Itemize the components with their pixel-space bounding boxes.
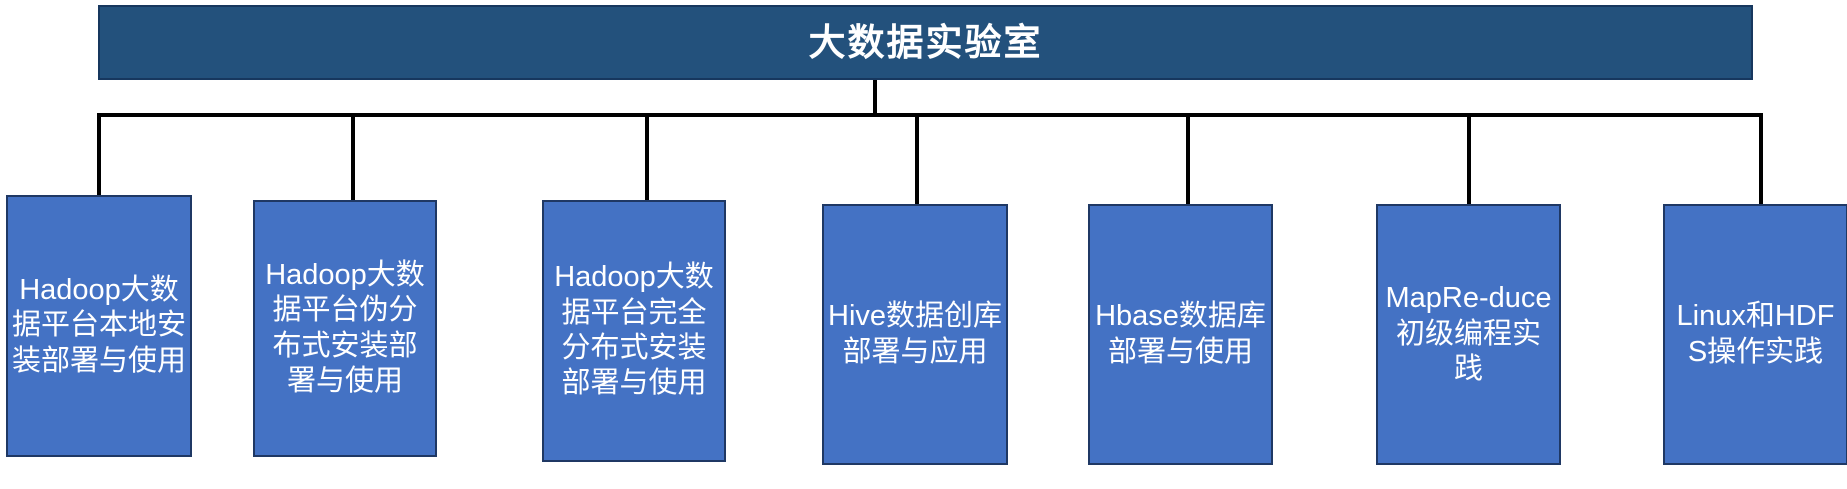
node-label: Linux和HDFS操作实践 xyxy=(1676,300,1835,368)
node-mapreduce-programming[interactable]: MapRe-duce初级编程实践 xyxy=(1376,204,1561,465)
node-label: Hive数据创库部署与应用 xyxy=(828,300,1003,368)
node-hadoop-fully-distributed[interactable]: Hadoop大数据平台完全分布式安装部署与使用 xyxy=(542,200,726,462)
node-hadoop-local-install[interactable]: Hadoop大数据平台本地安装部署与使用 xyxy=(6,195,192,457)
connector-drop-3 xyxy=(645,113,649,200)
node-hbase-database[interactable]: Hbase数据库部署与使用 xyxy=(1088,204,1273,465)
connector-stem-root xyxy=(873,80,877,117)
connector-drop-4 xyxy=(915,113,919,204)
connector-drop-2 xyxy=(351,113,355,200)
node-hadoop-pseudo-distributed[interactable]: Hadoop大数据平台伪分布式安装部署与使用 xyxy=(253,200,437,457)
connector-drop-1 xyxy=(97,113,101,195)
node-label: Hbase数据库部署与使用 xyxy=(1095,300,1266,368)
connector-drop-6 xyxy=(1467,113,1471,204)
connector-horizontal-bus xyxy=(99,113,1763,117)
node-linux-hdfs-practice[interactable]: Linux和HDFS操作实践 xyxy=(1663,204,1847,465)
root-node-big-data-lab[interactable]: 大数据实验室 xyxy=(98,5,1753,80)
connector-drop-5 xyxy=(1186,113,1190,204)
node-label: Hadoop大数据平台本地安装部署与使用 xyxy=(12,273,187,377)
node-hive-warehouse[interactable]: Hive数据创库部署与应用 xyxy=(822,204,1008,465)
connector-drop-7 xyxy=(1759,113,1763,204)
node-label: Hadoop大数据平台完全分布式安装部署与使用 xyxy=(554,261,714,400)
node-label: Hadoop大数据平台伪分布式安装部署与使用 xyxy=(265,258,425,397)
node-label: MapRe-duce初级编程实践 xyxy=(1385,282,1552,386)
root-node-label: 大数据实验室 xyxy=(808,22,1043,63)
